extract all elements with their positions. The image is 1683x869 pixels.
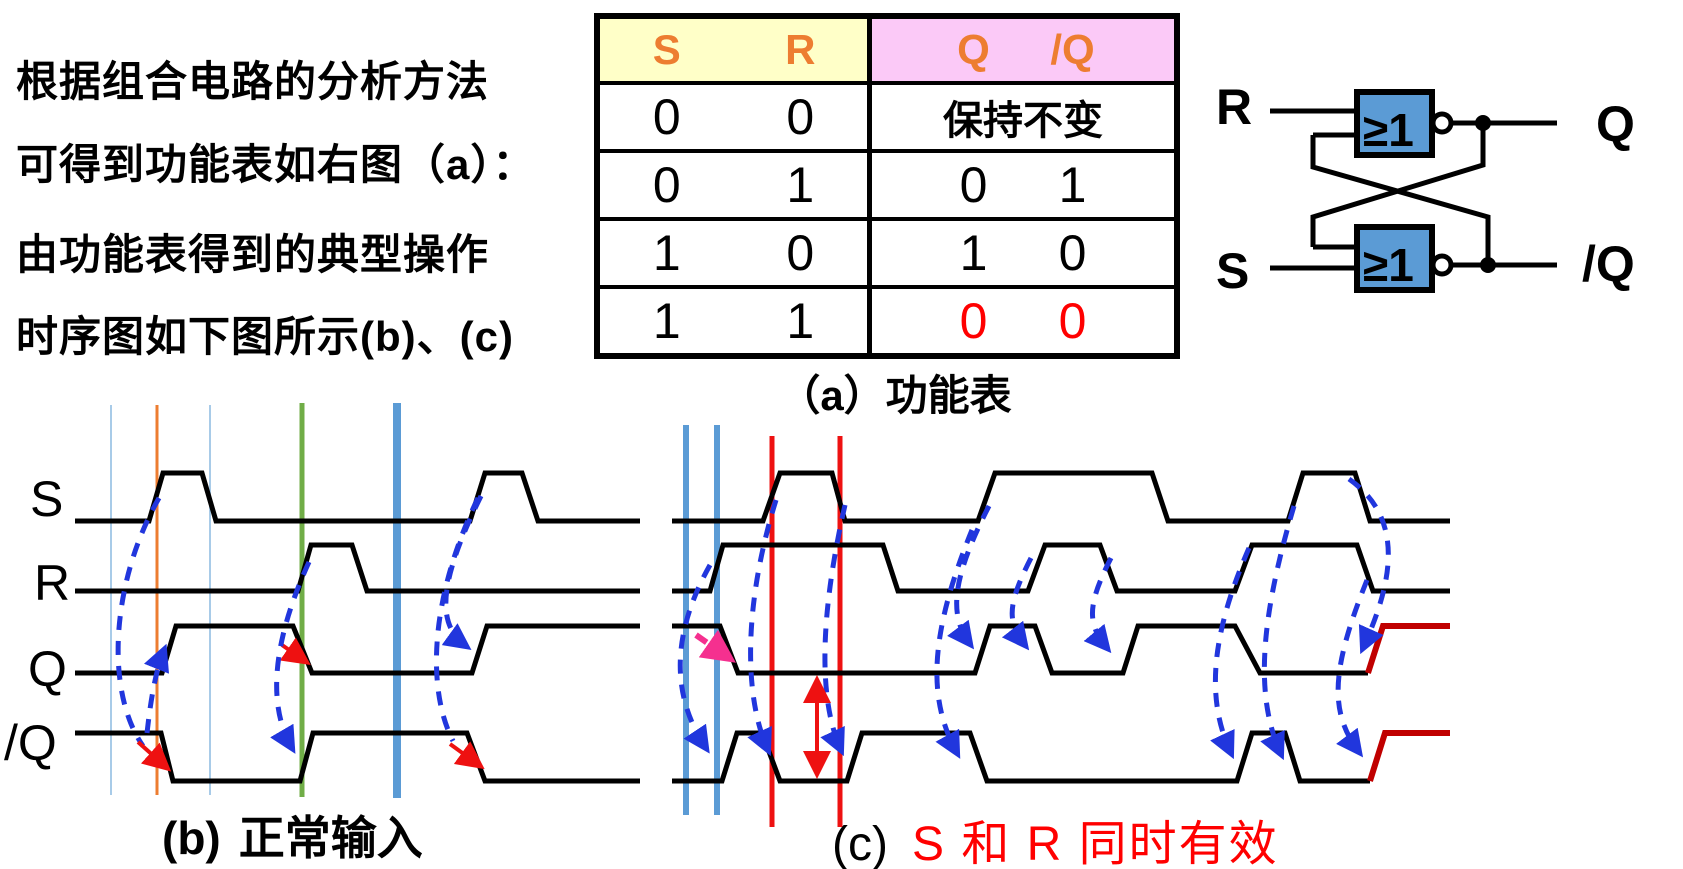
circuit-label-s: S — [1216, 243, 1249, 299]
caption-diagram-b: (b) 正常输入 — [162, 802, 423, 868]
caption-c-prefix: (c) — [832, 818, 888, 869]
cell-r: 1 — [786, 293, 815, 349]
arrow-blue-18 — [1260, 505, 1297, 761]
arrow-blue-2 — [143, 643, 170, 734]
circuit-wire-7 — [1310, 135, 1491, 265]
circuit-label-q: Q — [1596, 96, 1635, 152]
caption-diagram-c: (c) S 和 R 同时有效 — [832, 804, 1279, 869]
waveform-b-QN — [75, 730, 640, 784]
waveform-b-R — [75, 542, 640, 594]
b-signal-label-q: Q — [28, 641, 67, 697]
arrow-blue-11 — [820, 504, 848, 757]
cell-s: 1 — [652, 225, 681, 281]
waveform-c-Q-invalid — [1365, 623, 1450, 674]
arrow-blue-4 — [270, 560, 312, 754]
arrow-redline-1 — [136, 740, 172, 772]
waveform-c-Q — [672, 623, 1368, 676]
cell-q-invalid: 0 — [959, 293, 988, 349]
caption-b-prefix: (b) — [162, 812, 221, 864]
cell-s: 0 — [652, 89, 681, 145]
arrow-blue-19 — [1347, 476, 1391, 655]
b-signal-label-qn: /Q — [4, 715, 57, 771]
col-header-s: S — [652, 26, 681, 73]
nor-gate-box-top — [1354, 89, 1435, 158]
circuit-label-qn: /Q — [1582, 236, 1635, 292]
arrow-redline-7 — [448, 741, 485, 770]
b-signal-label-s: S — [30, 471, 63, 527]
arrow-blue-0 — [115, 496, 162, 748]
waveform-b-Q — [75, 623, 640, 676]
intro-line-3: 由功能表得到的典型操作 — [16, 231, 490, 278]
table-header-row: S R Q /Q — [600, 19, 1174, 85]
table-row-invalid: 1 1 0 0 — [600, 289, 1174, 353]
cell-qn-invalid: 0 — [1058, 293, 1087, 349]
waveform-b-S — [75, 470, 640, 524]
table-header-q: Q /Q — [872, 19, 1174, 81]
table-header-sr: S R — [600, 19, 872, 81]
col-header-q: Q — [957, 26, 990, 73]
cell-r: 0 — [786, 89, 815, 145]
b-signal-label-r: R — [34, 555, 70, 611]
cell-r: 0 — [786, 225, 815, 281]
arrow-blue-14 — [947, 504, 992, 650]
cell-hold: 保持不变 — [943, 99, 1103, 143]
cell-s: 0 — [652, 157, 681, 213]
nor-gate-bottom-label: ≥1 — [1363, 239, 1414, 291]
arrow-blue-20 — [1335, 579, 1370, 758]
caption-function-table: （a）功能表 — [778, 372, 1012, 419]
col-header-qn: /Q — [1050, 26, 1095, 73]
circuit-label-r: R — [1216, 79, 1252, 135]
table-row: 0 1 0 1 — [600, 153, 1174, 221]
arrow-redline-3 — [279, 637, 311, 665]
intro-line-2: 可得到功能表如右图（a）： — [16, 141, 536, 188]
junction-dot-1 — [1480, 257, 1496, 273]
arrow-blue-6 — [433, 496, 481, 743]
waveform-c-S — [672, 470, 1450, 524]
nor-gate-top-label: ≥1 — [1363, 104, 1414, 156]
cell-s: 1 — [652, 293, 681, 349]
waveform-c-QN-invalid — [1367, 730, 1450, 782]
cell-q: 0 — [959, 157, 988, 213]
intro-line-1: 根据组合电路的分析方法 — [16, 58, 490, 105]
waveform-c-R — [672, 542, 1450, 594]
inverter-bubble-0 — [1430, 111, 1454, 135]
table-row: 0 0 保持不变 — [600, 85, 1174, 153]
inverter-bubble-1 — [1430, 253, 1454, 277]
arrow-blue-17 — [1210, 547, 1252, 760]
table-row: 1 0 1 0 — [600, 221, 1174, 289]
col-header-r: R — [785, 26, 816, 73]
arrow-blue-10 — [747, 499, 779, 757]
arrow-blue-8 — [677, 563, 713, 754]
cell-r: 1 — [786, 157, 815, 213]
caption-c-text: S 和 R 同时有效 — [911, 818, 1279, 869]
cell-q: 1 — [959, 225, 988, 281]
waveform-c-QN — [672, 730, 1370, 784]
caption-b-text: 正常输入 — [238, 812, 423, 864]
arrow-pink-9 — [694, 629, 736, 663]
function-table: S R Q /Q 0 0 保持不变 0 1 0 1 — [594, 13, 1180, 359]
arrow-blue-16 — [1083, 556, 1114, 654]
cell-qn: 0 — [1058, 225, 1087, 281]
intro-line-4: 时序图如下图所示(b)、(c) — [16, 313, 514, 360]
arrow-blue-13 — [934, 529, 975, 759]
nor-gate-box-bottom — [1354, 224, 1435, 293]
cell-qn: 1 — [1058, 157, 1087, 213]
junction-dot-0 — [1475, 115, 1491, 131]
arrow-blue-15 — [1001, 556, 1034, 651]
